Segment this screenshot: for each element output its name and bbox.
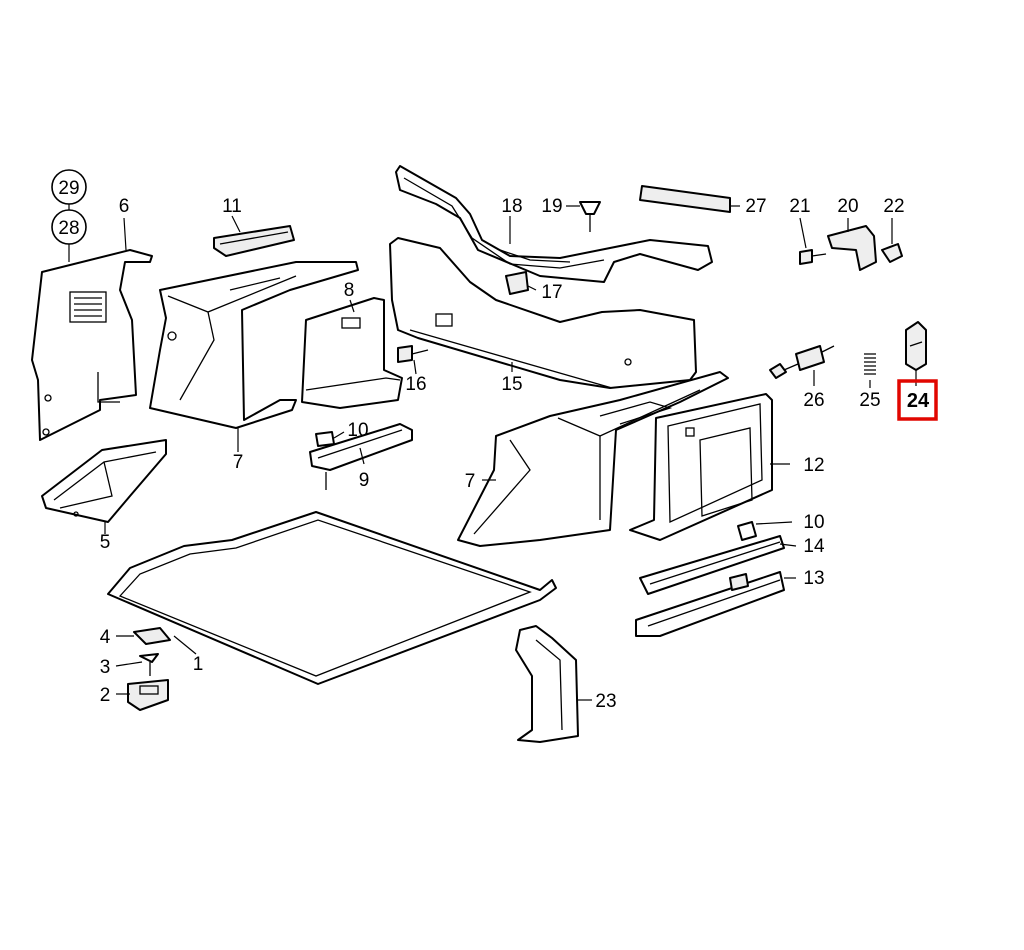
part-22-clip[interactable] (881, 243, 903, 263)
label-7-left[interactable]: 7 (233, 452, 244, 473)
label-22[interactable]: 22 (883, 196, 904, 217)
part-14-sill-strip[interactable] (639, 535, 785, 595)
label-23[interactable]: 23 (595, 691, 616, 712)
label-9[interactable]: 9 (359, 470, 370, 491)
part-21-bolt[interactable] (799, 249, 827, 265)
label-27[interactable]: 27 (745, 196, 766, 217)
label-5[interactable]: 5 (100, 532, 111, 553)
highlight-box-24 (897, 379, 938, 421)
part-4-gasket[interactable] (133, 627, 171, 645)
label-28[interactable]: 28 (58, 218, 79, 239)
label-1[interactable]: 1 (193, 654, 204, 675)
part-2-cap[interactable] (127, 679, 169, 711)
part-24-latch[interactable] (905, 321, 927, 371)
label-20[interactable]: 20 (837, 196, 858, 217)
part-23-support-bracket[interactable] (515, 625, 579, 743)
label-24[interactable]: 24 (907, 390, 930, 412)
part-8-cover[interactable] (301, 297, 403, 409)
part-10-nut-left[interactable] (315, 431, 335, 447)
label-15[interactable]: 15 (501, 374, 522, 395)
label-16[interactable]: 16 (405, 374, 426, 395)
callout-circle-29 (51, 169, 87, 205)
part-25-spring[interactable] (864, 353, 876, 375)
part-6-left-side-trim[interactable] (31, 249, 153, 441)
label-7-right[interactable]: 7 (465, 471, 476, 492)
part-1-floor-mat[interactable] (107, 511, 557, 685)
part-5-tray[interactable] (41, 439, 167, 523)
label-11[interactable]: 11 (222, 196, 242, 217)
label-13[interactable]: 13 (803, 568, 824, 589)
part-10-nut-right[interactable] (737, 521, 757, 541)
label-29[interactable]: 29 (58, 178, 79, 199)
part-20-hinge-bracket[interactable] (827, 225, 877, 271)
label-26[interactable]: 26 (803, 390, 824, 411)
part-9-bracket[interactable] (309, 423, 413, 490)
label-12[interactable]: 12 (803, 455, 824, 476)
part-18-upper-trim[interactable] (395, 165, 713, 283)
part-27-strip[interactable] (639, 185, 731, 213)
label-25[interactable]: 25 (859, 390, 880, 411)
part-13-sill-rail[interactable] (635, 571, 785, 637)
label-2[interactable]: 2 (100, 685, 111, 706)
label-17[interactable]: 17 (541, 282, 562, 303)
part-7-left-wheel-arch-trim[interactable] (149, 261, 359, 429)
part-26-cable[interactable] (769, 345, 835, 379)
callout-circle-28 (51, 209, 87, 245)
part-16-screw[interactable] (397, 345, 429, 363)
label-18[interactable]: 18 (501, 196, 522, 217)
label-21[interactable]: 21 (789, 196, 810, 217)
part-19-pin[interactable] (579, 201, 601, 232)
part-11-pad[interactable] (213, 225, 295, 257)
label-6[interactable]: 6 (119, 196, 130, 217)
label-8[interactable]: 8 (344, 280, 355, 301)
label-4[interactable]: 4 (100, 627, 111, 648)
part-12-storage-box[interactable] (629, 393, 773, 541)
label-3[interactable]: 3 (100, 657, 111, 678)
label-10-left[interactable]: 10 (347, 420, 368, 441)
label-10-right[interactable]: 10 (803, 512, 824, 533)
part-17-clip[interactable] (505, 271, 529, 295)
label-19[interactable]: 19 (541, 196, 562, 217)
part-7-right-wheel-arch-trim[interactable] (457, 371, 729, 547)
part-3-screw[interactable] (139, 653, 159, 676)
part-15-rear-trim-panel[interactable] (389, 237, 697, 389)
label-14[interactable]: 14 (803, 536, 825, 557)
